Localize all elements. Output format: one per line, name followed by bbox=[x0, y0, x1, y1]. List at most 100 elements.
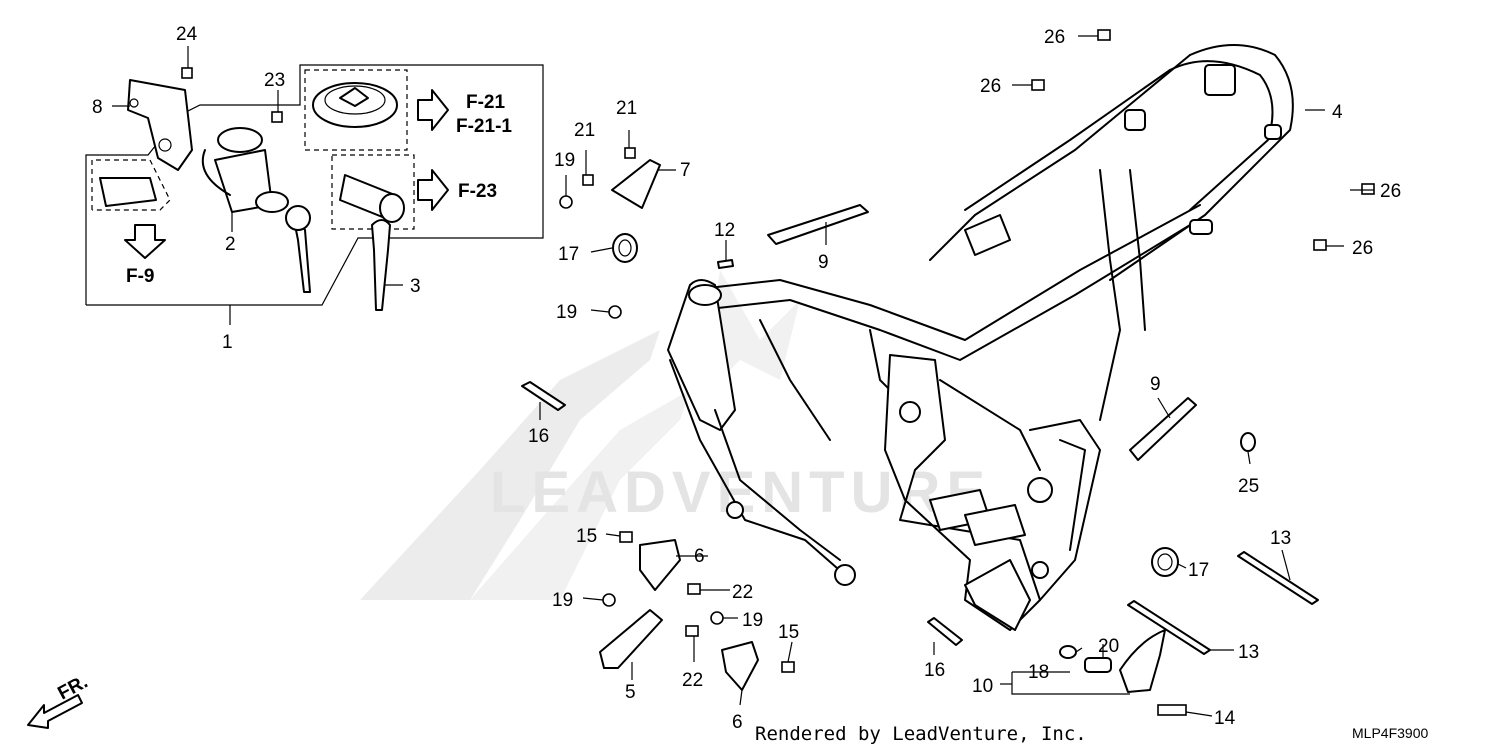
callout-9a[interactable]: 9 bbox=[818, 252, 829, 273]
bracket-8 bbox=[127, 79, 193, 171]
callout-22b[interactable]: 22 bbox=[682, 670, 703, 691]
diagram-code: MLP4F3900 bbox=[1352, 725, 1428, 741]
ref-lock-cylinder[interactable]: F-23 bbox=[458, 181, 497, 202]
callout-6a[interactable]: 6 bbox=[694, 546, 705, 567]
ref-arrow-right bbox=[417, 169, 449, 211]
washer-20 bbox=[1059, 645, 1077, 659]
front-label: FR. bbox=[54, 672, 91, 705]
clip-12 bbox=[717, 259, 734, 269]
bolt-26 bbox=[1097, 29, 1111, 41]
seat-lock-part bbox=[99, 177, 157, 207]
bolt-13 bbox=[1237, 551, 1319, 605]
bolt-26 bbox=[1313, 239, 1327, 251]
ref-fuel-cap[interactable]: F-21 bbox=[466, 92, 506, 113]
callout-5[interactable]: 5 bbox=[625, 682, 636, 703]
callout-26a[interactable]: 26 bbox=[1044, 27, 1065, 48]
fuel-cap-box bbox=[304, 69, 408, 151]
bolt-16 bbox=[521, 381, 566, 411]
nut-19 bbox=[710, 611, 724, 625]
bolt-23 bbox=[271, 111, 283, 123]
nut-19 bbox=[602, 593, 616, 607]
callout-8[interactable]: 8 bbox=[92, 97, 103, 118]
bolt-21 bbox=[582, 174, 594, 186]
callout-25[interactable]: 25 bbox=[1238, 476, 1259, 497]
tank-mount bbox=[964, 214, 1011, 256]
callout-19c[interactable]: 19 bbox=[552, 590, 573, 611]
bolt-22 bbox=[685, 625, 699, 637]
callout-21a[interactable]: 21 bbox=[616, 98, 637, 119]
lock-cylinder-box bbox=[331, 154, 415, 230]
callout-16b[interactable]: 16 bbox=[924, 660, 945, 681]
callout-22a[interactable]: 22 bbox=[732, 582, 753, 603]
callout-2[interactable]: 2 bbox=[225, 234, 236, 255]
callout-4[interactable]: 4 bbox=[1332, 102, 1343, 123]
bracket-6 bbox=[721, 641, 759, 691]
reference-arrows: F-21 F-21-1 F-23 F-9 bbox=[124, 89, 512, 287]
callout-14[interactable]: 14 bbox=[1214, 708, 1236, 729]
ref-fuel-cap-alt[interactable]: F-21-1 bbox=[456, 116, 512, 137]
callout-21b[interactable]: 21 bbox=[574, 120, 595, 141]
small-parts-right bbox=[521, 29, 1375, 716]
collar-18 bbox=[1084, 657, 1112, 673]
hook-10 bbox=[1119, 629, 1166, 693]
key-set-boundary bbox=[85, 64, 544, 306]
callout-26d[interactable]: 26 bbox=[1352, 238, 1373, 259]
leader-lines bbox=[112, 35, 1374, 717]
callout-20[interactable]: 20 bbox=[1098, 636, 1119, 657]
ref-arrow-right bbox=[417, 89, 449, 131]
bracket-6 bbox=[639, 539, 681, 591]
callout-13b[interactable]: 13 bbox=[1238, 642, 1259, 663]
callout-15a[interactable]: 15 bbox=[576, 526, 597, 547]
front-direction-indicator: FR. bbox=[27, 672, 91, 729]
callout-3[interactable]: 3 bbox=[410, 276, 421, 297]
callout-19b[interactable]: 19 bbox=[556, 302, 577, 323]
bolt-16 bbox=[927, 617, 963, 646]
callout-26b[interactable]: 26 bbox=[980, 76, 1001, 97]
callout-6b[interactable]: 6 bbox=[732, 712, 743, 733]
rubber-9 bbox=[767, 204, 869, 245]
callout-26c[interactable]: 26 bbox=[1380, 181, 1401, 202]
callout-19a[interactable]: 19 bbox=[554, 150, 575, 171]
render-credit: Rendered by LeadVenture, Inc. bbox=[755, 723, 1087, 745]
bolt-26 bbox=[1361, 183, 1375, 195]
small-parts-left bbox=[99, 67, 405, 311]
callout-24[interactable]: 24 bbox=[176, 24, 198, 45]
callout-15b[interactable]: 15 bbox=[778, 622, 799, 643]
key-3 bbox=[371, 219, 391, 311]
callout-19d[interactable]: 19 bbox=[742, 610, 763, 631]
bolt-22 bbox=[687, 583, 701, 595]
callout-16a[interactable]: 16 bbox=[528, 426, 549, 447]
callout-7[interactable]: 7 bbox=[680, 160, 691, 181]
callout-numbers: 1 2 3 4 5 6 6 7 8 9 9 10 12 13 13 14 15 … bbox=[92, 24, 1401, 733]
part-25 bbox=[1240, 432, 1256, 452]
bracket-7 bbox=[611, 159, 661, 209]
subframe-rear-loop bbox=[1109, 44, 1294, 281]
callout-18[interactable]: 18 bbox=[1028, 662, 1049, 683]
grommet-17 bbox=[612, 233, 638, 263]
nut-19 bbox=[608, 305, 622, 319]
bolt-14 bbox=[1157, 704, 1187, 716]
bolt-24 bbox=[181, 67, 193, 79]
bolt-21 bbox=[624, 147, 636, 159]
callout-17b[interactable]: 17 bbox=[1188, 560, 1209, 581]
nut-19 bbox=[559, 195, 573, 209]
headstock bbox=[667, 279, 736, 431]
bolt-15 bbox=[781, 661, 795, 673]
grommet-17 bbox=[1151, 547, 1179, 577]
ref-seat-lock[interactable]: F-9 bbox=[126, 266, 155, 287]
key-set-group bbox=[85, 64, 544, 325]
callout-12[interactable]: 12 bbox=[714, 220, 735, 241]
bolt-15 bbox=[619, 531, 633, 543]
callout-1[interactable]: 1 bbox=[222, 332, 233, 353]
ref-arrow-down bbox=[124, 224, 166, 259]
callout-9b[interactable]: 9 bbox=[1150, 374, 1161, 395]
callout-23[interactable]: 23 bbox=[264, 70, 285, 91]
callout-17a[interactable]: 17 bbox=[558, 244, 579, 265]
callout-13a[interactable]: 13 bbox=[1270, 528, 1291, 549]
callout-10[interactable]: 10 bbox=[972, 676, 993, 697]
stay-5 bbox=[599, 609, 663, 669]
front-arrow-icon bbox=[27, 694, 83, 729]
seat-lock-box bbox=[91, 159, 171, 211]
main-frame bbox=[667, 44, 1294, 631]
